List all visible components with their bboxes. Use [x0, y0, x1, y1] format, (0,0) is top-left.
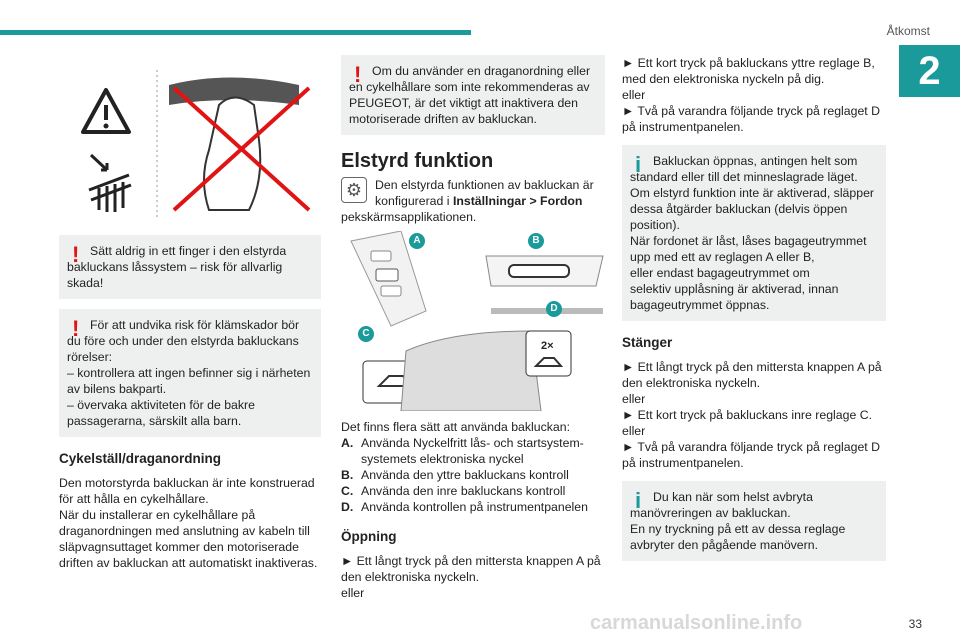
info-text: Du kan när som helst avbryta manövrering… [630, 490, 846, 552]
heading-bike-rack: Cykelställ/draganordning [59, 451, 222, 466]
warning-text: För att undvika risk för klämskador bör … [67, 318, 311, 428]
intro-paragraph: ⚙ Den elstyrda funktionen av bakluckan ä… [341, 177, 594, 224]
list-item: D.Använda kontrollen på instrumentpanele… [341, 500, 588, 514]
hand-illustration [203, 96, 262, 211]
gear-icon: ⚙ [341, 177, 367, 203]
info-box-closing: i Du kan när som helst avbryta manövreri… [622, 481, 886, 561]
opening-text: ► Ett långt tryck på den mittersta knapp… [341, 554, 601, 600]
page-title: Elstyrd funktion [341, 150, 494, 172]
label-c: C [358, 326, 374, 342]
methods-intro: Det finns flera sätt att använda bakluck… [341, 420, 570, 434]
bike-rack-text: Den motorstyrda bakluckan är inte konstr… [59, 476, 318, 570]
finger-warning-illustration [59, 60, 321, 225]
section-title: Åtkomst [886, 24, 930, 38]
page-number: 33 [908, 617, 922, 631]
label-d: D [546, 301, 562, 317]
arrow-icon [89, 153, 109, 172]
list-item: B.Använda den yttre bakluckans kontroll [341, 468, 569, 482]
closing-text: ► Ett långt tryck på den mittersta knapp… [622, 360, 882, 470]
heading-opening: Öppning [341, 529, 397, 544]
info-text: Bakluckan öppnas, antingen helt som stan… [630, 154, 874, 312]
illustration-counter: 2× [541, 340, 554, 352]
info-icon: i [635, 152, 642, 177]
hand-pinch-icon [88, 173, 132, 212]
info-box-opening: i Bakluckan öppnas, antingen helt som st… [622, 145, 886, 321]
column-3: ► Ett kort tryck på bakluckans yttre reg… [622, 55, 886, 571]
warning-box-finger: ! Sätt aldrig in ett finger i den elstyr… [59, 235, 321, 299]
warning-icon: ! [354, 62, 362, 87]
warning-box-pinch: ! För att undvika risk för klämskador bö… [59, 309, 321, 437]
watermark: carmanualsonline.info [590, 612, 803, 634]
column-2: ! Om du använder en draganordning eller … [341, 55, 605, 601]
header-accent-bar [0, 30, 471, 35]
warning-text: Om du använder en draganordning eller en… [349, 64, 591, 126]
warning-triangle-icon [81, 88, 131, 134]
dashboard-switch [525, 330, 572, 377]
warning-box-tow: ! Om du använder en draganordning eller … [341, 55, 605, 135]
label-a: A [409, 233, 425, 249]
warning-icon: ! [72, 242, 80, 267]
controls-illustration: 2× A B C D [341, 230, 605, 412]
chapter-tab: 2 [899, 45, 960, 97]
warning-icon: ! [72, 316, 80, 341]
column-1: ! Sätt aldrig in ett finger i den elstyr… [59, 60, 321, 571]
list-item: C.Använda den inre bakluckans kontroll [341, 484, 566, 498]
heading-closing: Stänger [622, 335, 673, 350]
info-icon: i [635, 488, 642, 513]
list-item: A.Använda Nyckelfritt lås- och startsyst… [341, 436, 584, 466]
opening-text-continued: ► Ett kort tryck på bakluckans yttre reg… [622, 56, 881, 134]
warning-text: Sätt aldrig in ett finger i den elstyrda… [67, 244, 287, 290]
label-b: B [528, 233, 544, 249]
